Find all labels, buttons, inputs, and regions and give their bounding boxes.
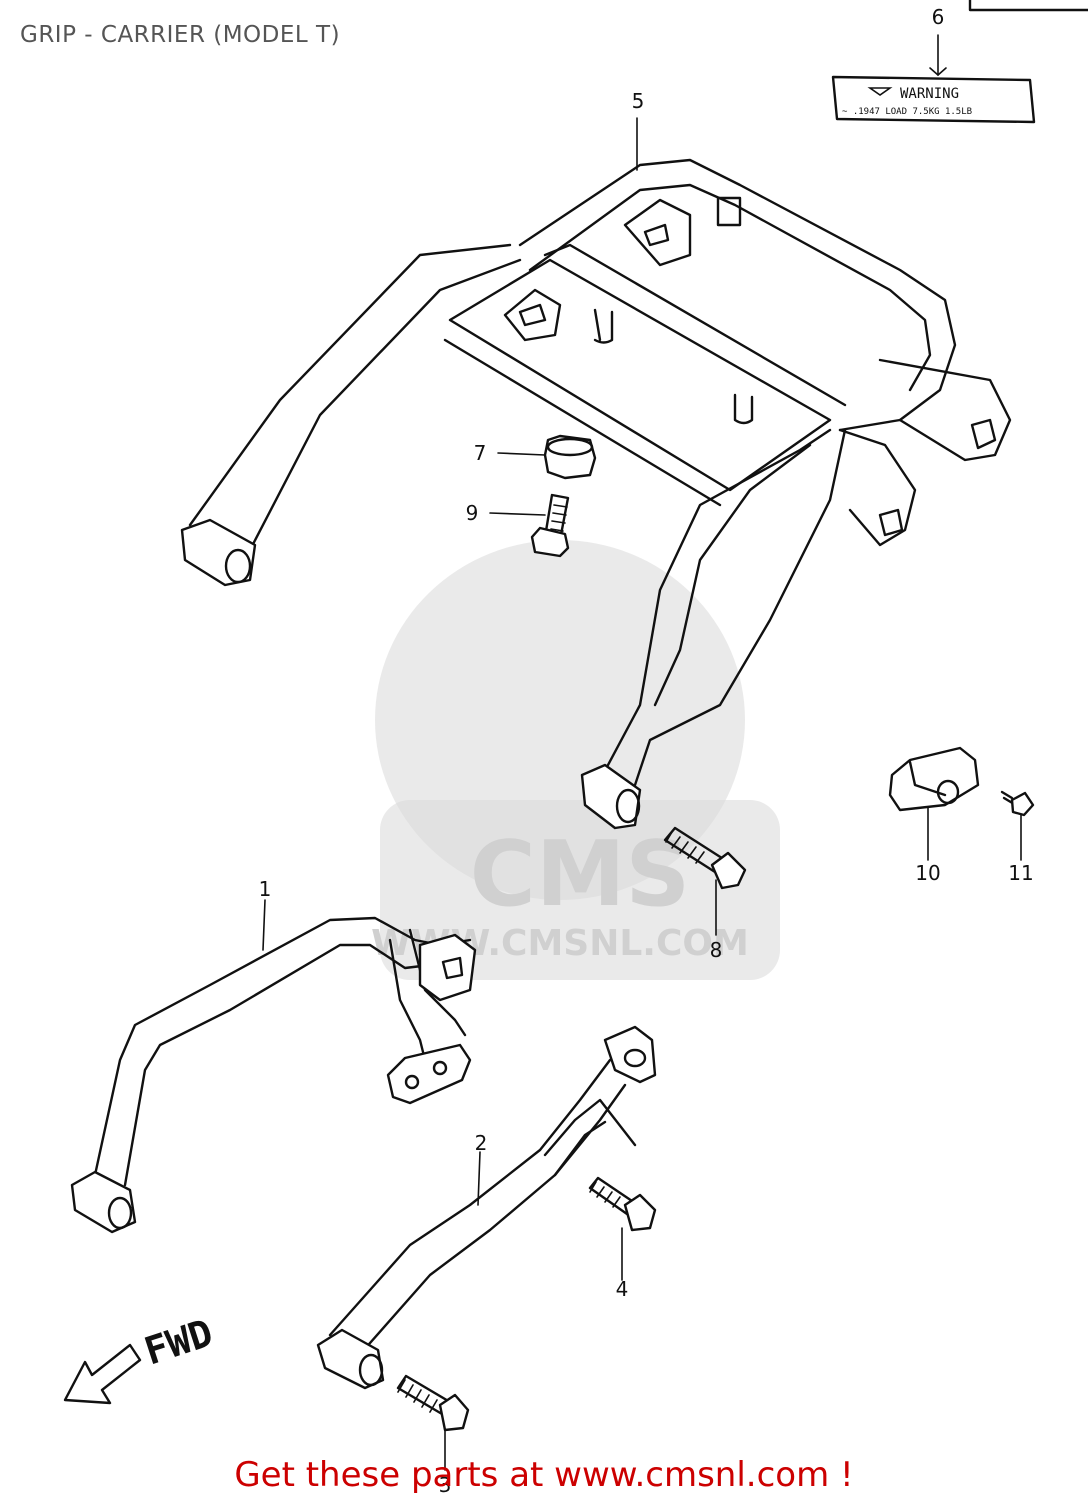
callout-10: 10 [915,861,940,885]
warning-label-text: WARNING [900,86,959,102]
clamp-part [888,746,980,812]
bolt-4-part [588,1176,657,1232]
callout-1: 1 [259,877,272,901]
callout-3: 3 [439,1473,452,1497]
watermark-logo-text: CMS [470,822,690,927]
grommet-part [543,434,597,480]
leader-lines [262,34,1022,1471]
page-title: GRIP - CARRIER (MODEL T) [20,22,341,48]
fwd-label: FWD [139,1311,218,1374]
bolt-3-part [396,1374,470,1432]
warning-label-fine-print: ~ .1947 LOAD 7.5KG 1.5LB [842,107,972,117]
frame-border [968,0,1088,12]
footer-link-text[interactable]: Get these parts at www.cmsnl.com ! [234,1455,854,1495]
callouts: 6 5 7 9 8 10 11 1 2 4 3 [259,5,1034,1497]
warning-label-part: WARNING ~ .1947 LOAD 7.5KG 1.5LB [831,75,1036,124]
callout-7: 7 [474,441,487,465]
carrier-frame-part [180,158,1012,830]
callout-2: 2 [475,1131,488,1155]
bolt-8-part [663,826,747,890]
screw-11-part [1000,790,1035,817]
callout-8: 8 [710,938,723,962]
callout-11: 11 [1008,861,1033,885]
fwd-arrow-icon: FWD [63,1311,218,1405]
callout-6: 6 [932,5,945,29]
callout-9: 9 [466,501,479,525]
watermark: CMS WWW.CMSNL.COM [371,540,780,980]
bolt-9-part [530,493,570,558]
callout-4: 4 [616,1277,629,1301]
grip-left-part [70,916,477,1234]
callout-5: 5 [632,89,645,113]
grip-right-part [316,1025,657,1390]
